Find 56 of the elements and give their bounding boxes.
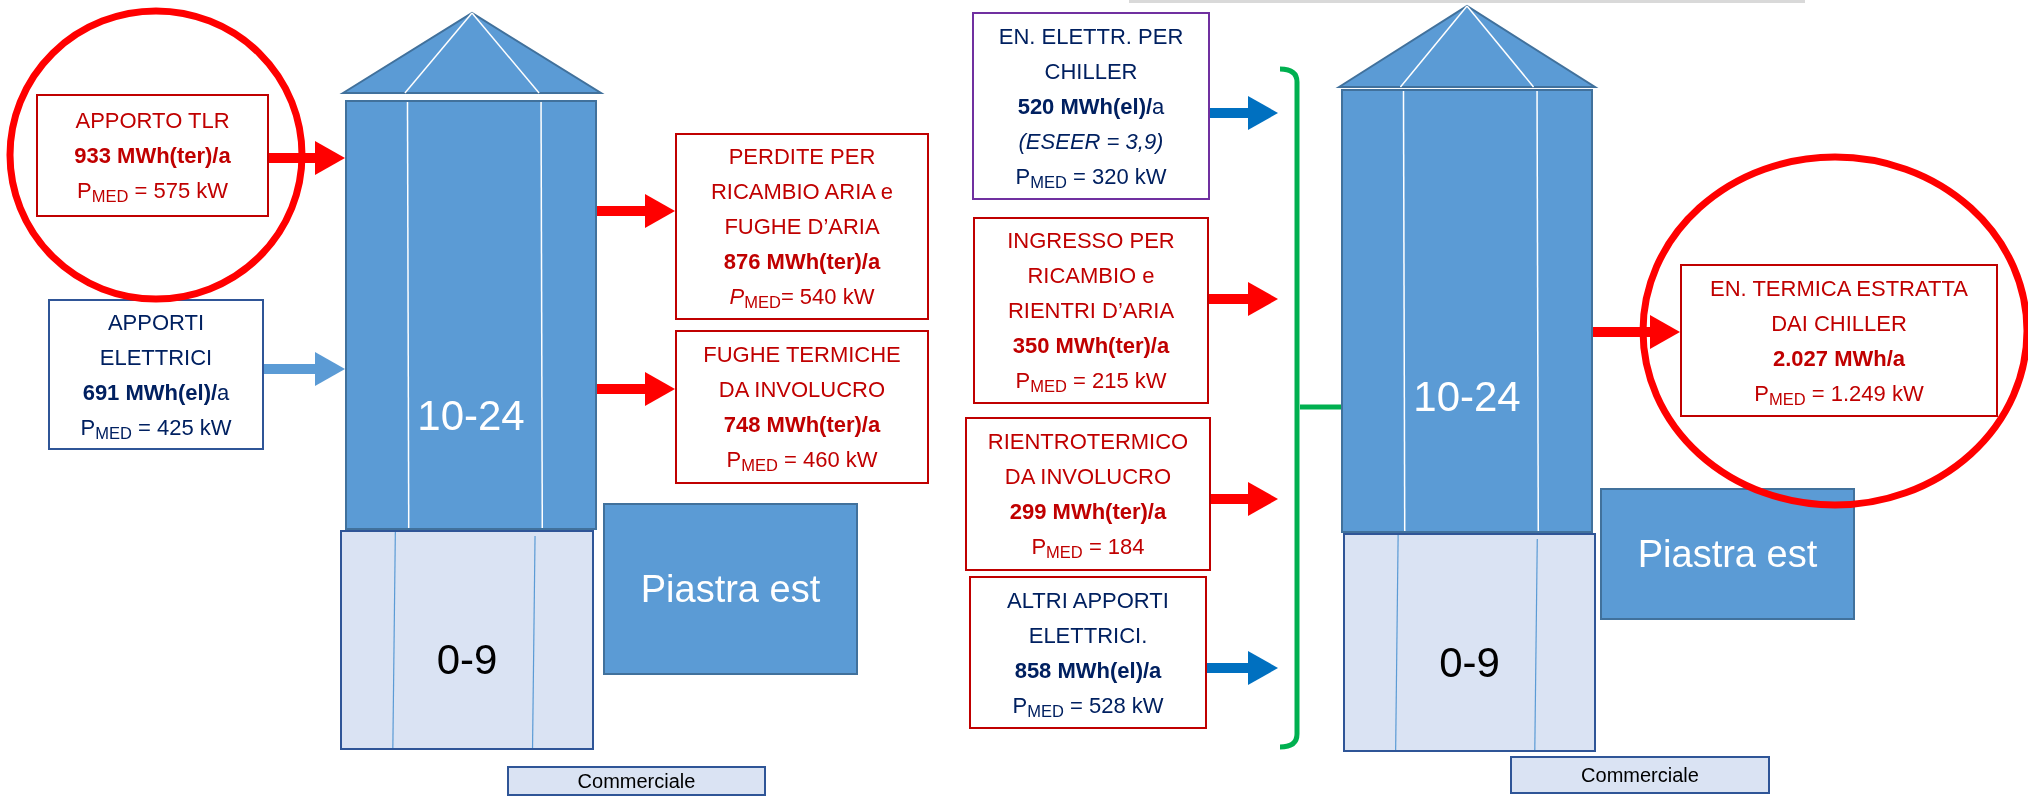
arrow (269, 141, 345, 175)
tag-box (507, 766, 766, 796)
info-text: P$_{MED}$ = 425 kW (80, 413, 232, 444)
info-text: P$_{MED}$ = 460 kW (726, 446, 878, 477)
info-text: ALTRI APPORTI ELETTRICI. (1006, 586, 1170, 650)
block-label: Piastra est (1637, 532, 1818, 576)
info-text: FUGHE TERMICHE DA INVOLUCRO (702, 341, 902, 404)
info-text: EN. TERMICA ESTRATTA DAI CHILLER (1709, 274, 1969, 338)
info-text: PERDITE PER RICAMBIO ARIA e FUGHE D’ARIA (709, 143, 895, 241)
floor-range-label: 0-9 (436, 636, 498, 684)
arrow (1210, 96, 1278, 130)
info-text: 876 MWh(ter)/a (723, 248, 881, 276)
arrow (264, 352, 345, 386)
info-box (969, 576, 1207, 729)
info-box (972, 12, 1210, 200)
info-text: 2.027 MWh/a (1772, 344, 1905, 373)
annex-block (1600, 488, 1855, 620)
info-text: INGRESSO PER RICAMBIO e RIENTRI D’ARIA (1006, 227, 1176, 325)
info-text: P$_{MED}$ = 575 kW (77, 177, 228, 208)
floor-range-label: 10-24 (1412, 373, 1522, 421)
info-text: 748 MWh(ter)/a (723, 411, 881, 439)
info-text: P$_{MED}$= 540 kW (729, 283, 875, 314)
info-text: (ESEER = 3,9) (1018, 127, 1164, 156)
arrow (1211, 482, 1278, 516)
block-label: Piastra est (640, 567, 821, 611)
info-text: 858 MWh(el)/a (1014, 656, 1162, 685)
info-text: APPORTI ELETTRICI (98, 308, 214, 372)
info-text: 691 MWh(el)/a (82, 378, 230, 407)
arrow (597, 194, 675, 228)
arrow (597, 372, 675, 406)
info-text: APPORTO TLR (75, 107, 230, 135)
info-text: P$_{MED}$ = 184 (1031, 533, 1145, 564)
info-text: 299 MWh(ter)/a (1009, 498, 1167, 526)
floor-range-label: 0-9 (1439, 638, 1500, 687)
info-box (36, 94, 269, 217)
floor-range-label: 10-24 (416, 392, 526, 440)
info-text: RIENTROTERMICO DA INVOLUCRO (986, 428, 1190, 491)
info-box (675, 330, 929, 484)
info-box (1680, 264, 1998, 417)
info-text: P$_{MED}$ = 215 kW (1015, 367, 1167, 398)
info-text: P$_{MED}$ = 1.249 kW (1754, 379, 1924, 410)
annex-block (603, 503, 858, 675)
info-box (965, 417, 1211, 571)
tag-box (1510, 756, 1770, 794)
info-text: P$_{MED}$ = 320 kW (1015, 162, 1167, 193)
info-text: 933 MWh(ter)/a (74, 142, 231, 170)
arrow (1207, 651, 1278, 685)
info-box (973, 217, 1209, 404)
info-box (48, 299, 264, 450)
tag-label: Commerciale (1581, 763, 1699, 787)
tag-label: Commerciale (577, 769, 696, 793)
info-text: P$_{MED}$ = 528 kW (1012, 691, 1164, 722)
arrow (1209, 282, 1278, 316)
info-text: 520 MWh(el)/a (1017, 92, 1165, 121)
info-box (675, 133, 929, 320)
info-text: 350 MWh(ter)/a (1012, 332, 1170, 360)
